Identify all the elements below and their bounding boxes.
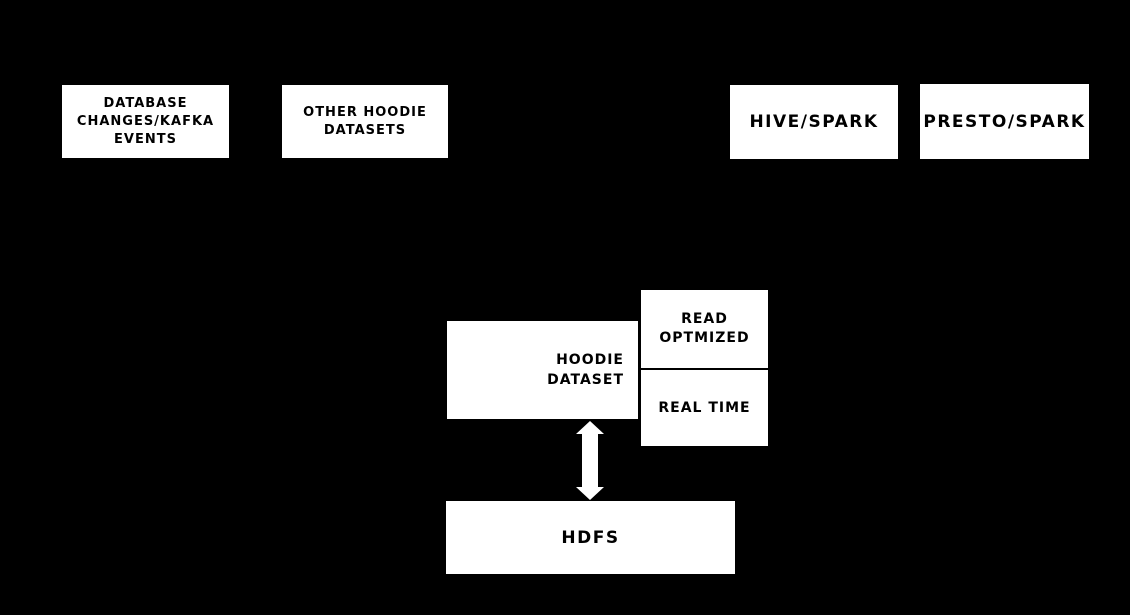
node-presto-spark: PRESTO/SPARK	[920, 84, 1089, 159]
node-read-optimized-view: READ OPTMIZED	[641, 290, 768, 368]
node-database-changes-kafka-events: DATABASE CHANGES/KAFKA EVENTS	[62, 85, 229, 158]
node-hoodie-dataset: HOODIE DATASET	[447, 321, 638, 419]
node-hive-spark: HIVE/SPARK	[730, 85, 898, 159]
node-real-time-view: REAL TIME	[641, 370, 768, 446]
node-other-hoodie-datasets: OTHER HOODIE DATASETS	[282, 85, 448, 158]
bidirectional-arrow-icon	[576, 421, 604, 500]
node-hdfs: HDFS	[446, 501, 735, 574]
